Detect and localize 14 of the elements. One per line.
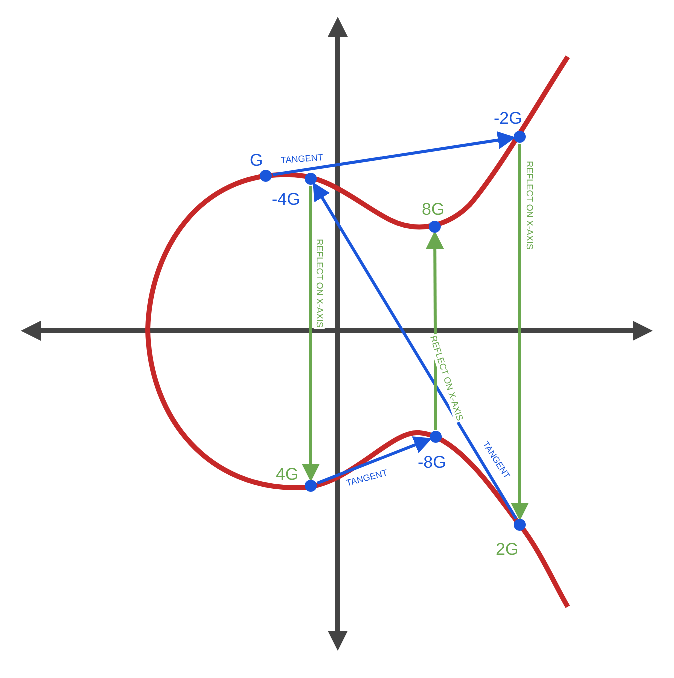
arrow [316,436,432,485]
arrow [272,131,516,176]
point-label: 8G [422,200,445,220]
point-label: 4G [276,465,299,485]
point-label: -2G [494,109,522,129]
point-label: G [250,151,264,171]
arrow [511,144,529,521]
arrow [302,186,320,482]
point-label: -8G [418,453,446,473]
edge-label: TANGENT [280,152,325,166]
point-label: 2G [496,540,519,560]
point-label: -4G [272,190,300,210]
arrow [426,231,444,430]
arrow [313,182,518,520]
